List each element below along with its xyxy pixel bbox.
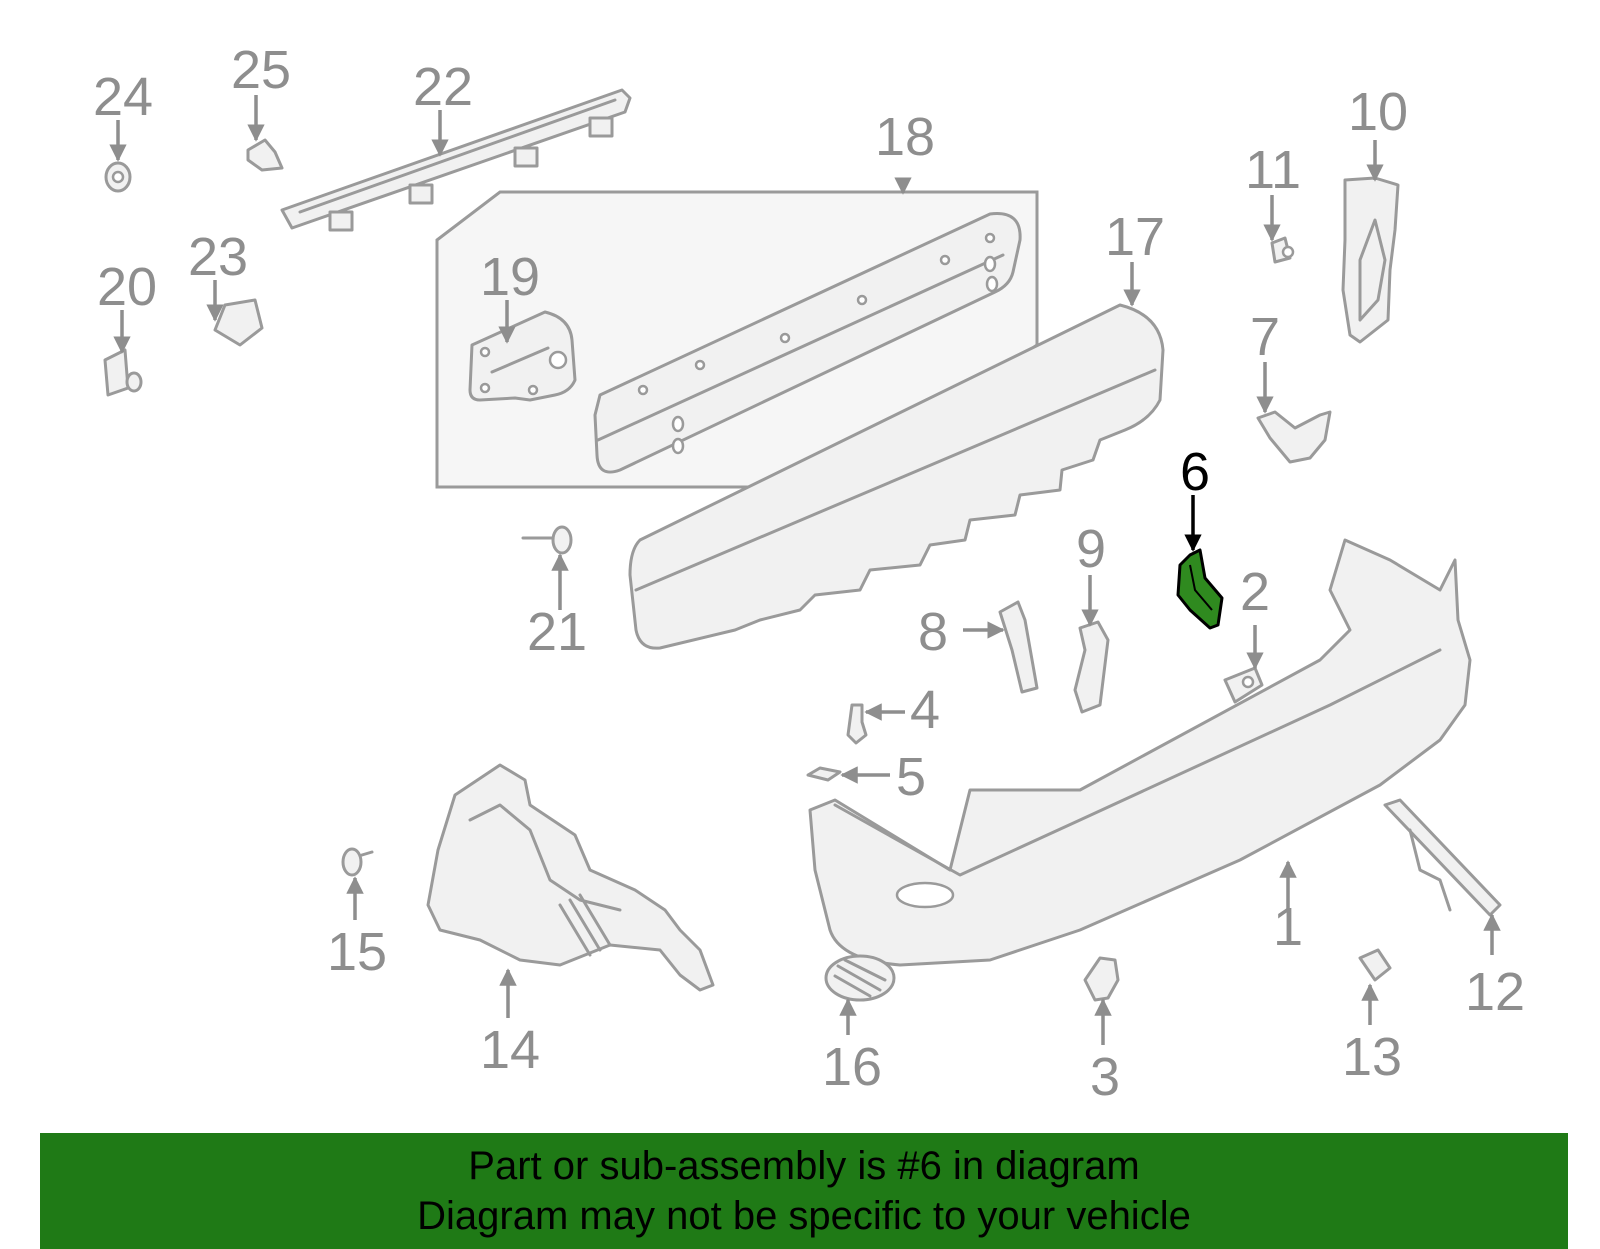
callout-11: 11: [1245, 140, 1301, 200]
callout-25: 25: [231, 40, 291, 100]
callout-15: 15: [327, 922, 387, 982]
callout-23: 23: [188, 227, 248, 287]
callout-5: 5: [896, 747, 926, 807]
part-15-clip: [341, 847, 374, 877]
callout-7: 7: [1250, 307, 1280, 367]
callout-13: 13: [1342, 1027, 1402, 1087]
part-2-clip: [1223, 666, 1264, 704]
part-10-bracket: [1341, 176, 1400, 344]
part-3-clip: [1083, 956, 1120, 1002]
part-4-clip: [846, 703, 868, 745]
part-16-reflector: [824, 954, 896, 1002]
callout-24: 24: [93, 67, 153, 127]
banner-line-2: Diagram may not be specific to your vehi…: [417, 1194, 1191, 1238]
callout-20: 20: [97, 257, 157, 317]
part-1-bumper-cover: [808, 538, 1472, 967]
part-22-mounting-rail: [280, 88, 632, 232]
callout-labels: 24 25 22 18 23 20 19 17 10 11 7 6 2 21 8…: [93, 40, 1525, 1107]
part-7-bracket: [1256, 410, 1332, 464]
callout-10: 10: [1348, 82, 1408, 142]
part-17-energy-absorber: [628, 303, 1165, 650]
callout-6: 6: [1180, 442, 1210, 502]
callout-21: 21: [527, 602, 587, 662]
callout-19: 19: [480, 247, 540, 307]
part-13-clip: [1358, 948, 1392, 982]
callout-14: 14: [480, 1020, 540, 1080]
part-12-bracket: [1383, 798, 1502, 917]
callout-8: 8: [918, 602, 948, 662]
callout-17: 17: [1105, 207, 1165, 267]
callout-12: 12: [1465, 962, 1525, 1022]
leader-arrows: [109, 95, 1501, 1045]
part-21-screw: [521, 525, 573, 555]
callout-9: 9: [1076, 519, 1106, 579]
callout-4: 4: [910, 680, 940, 740]
part-11-clip: [1270, 236, 1295, 264]
part-14-splash-shield: [426, 763, 715, 992]
callout-22: 22: [413, 57, 473, 117]
part-23-clip: [213, 298, 264, 347]
part-25-clip: [246, 138, 284, 172]
callout-16: 16: [822, 1037, 882, 1097]
part-24-nut: [104, 161, 132, 193]
banner-line-1: Part or sub-assembly is #6 in diagram: [468, 1144, 1140, 1188]
part-20-nut: [103, 348, 143, 397]
part-9-bracket: [1073, 620, 1110, 714]
callout-3: 3: [1090, 1047, 1120, 1107]
part-8-bracket: [998, 600, 1039, 694]
info-banner: Part or sub-assembly is #6 in diagram Di…: [40, 1133, 1568, 1249]
part-6-highlighted-bracket: [1176, 548, 1224, 630]
part-19-bracket: [468, 310, 577, 402]
callout-2: 2: [1240, 562, 1270, 622]
part-5-nut: [806, 766, 842, 782]
part-18-reinforcement-beam: [593, 212, 1022, 474]
callout-18: 18: [875, 107, 935, 167]
callout-1: 1: [1273, 897, 1303, 957]
